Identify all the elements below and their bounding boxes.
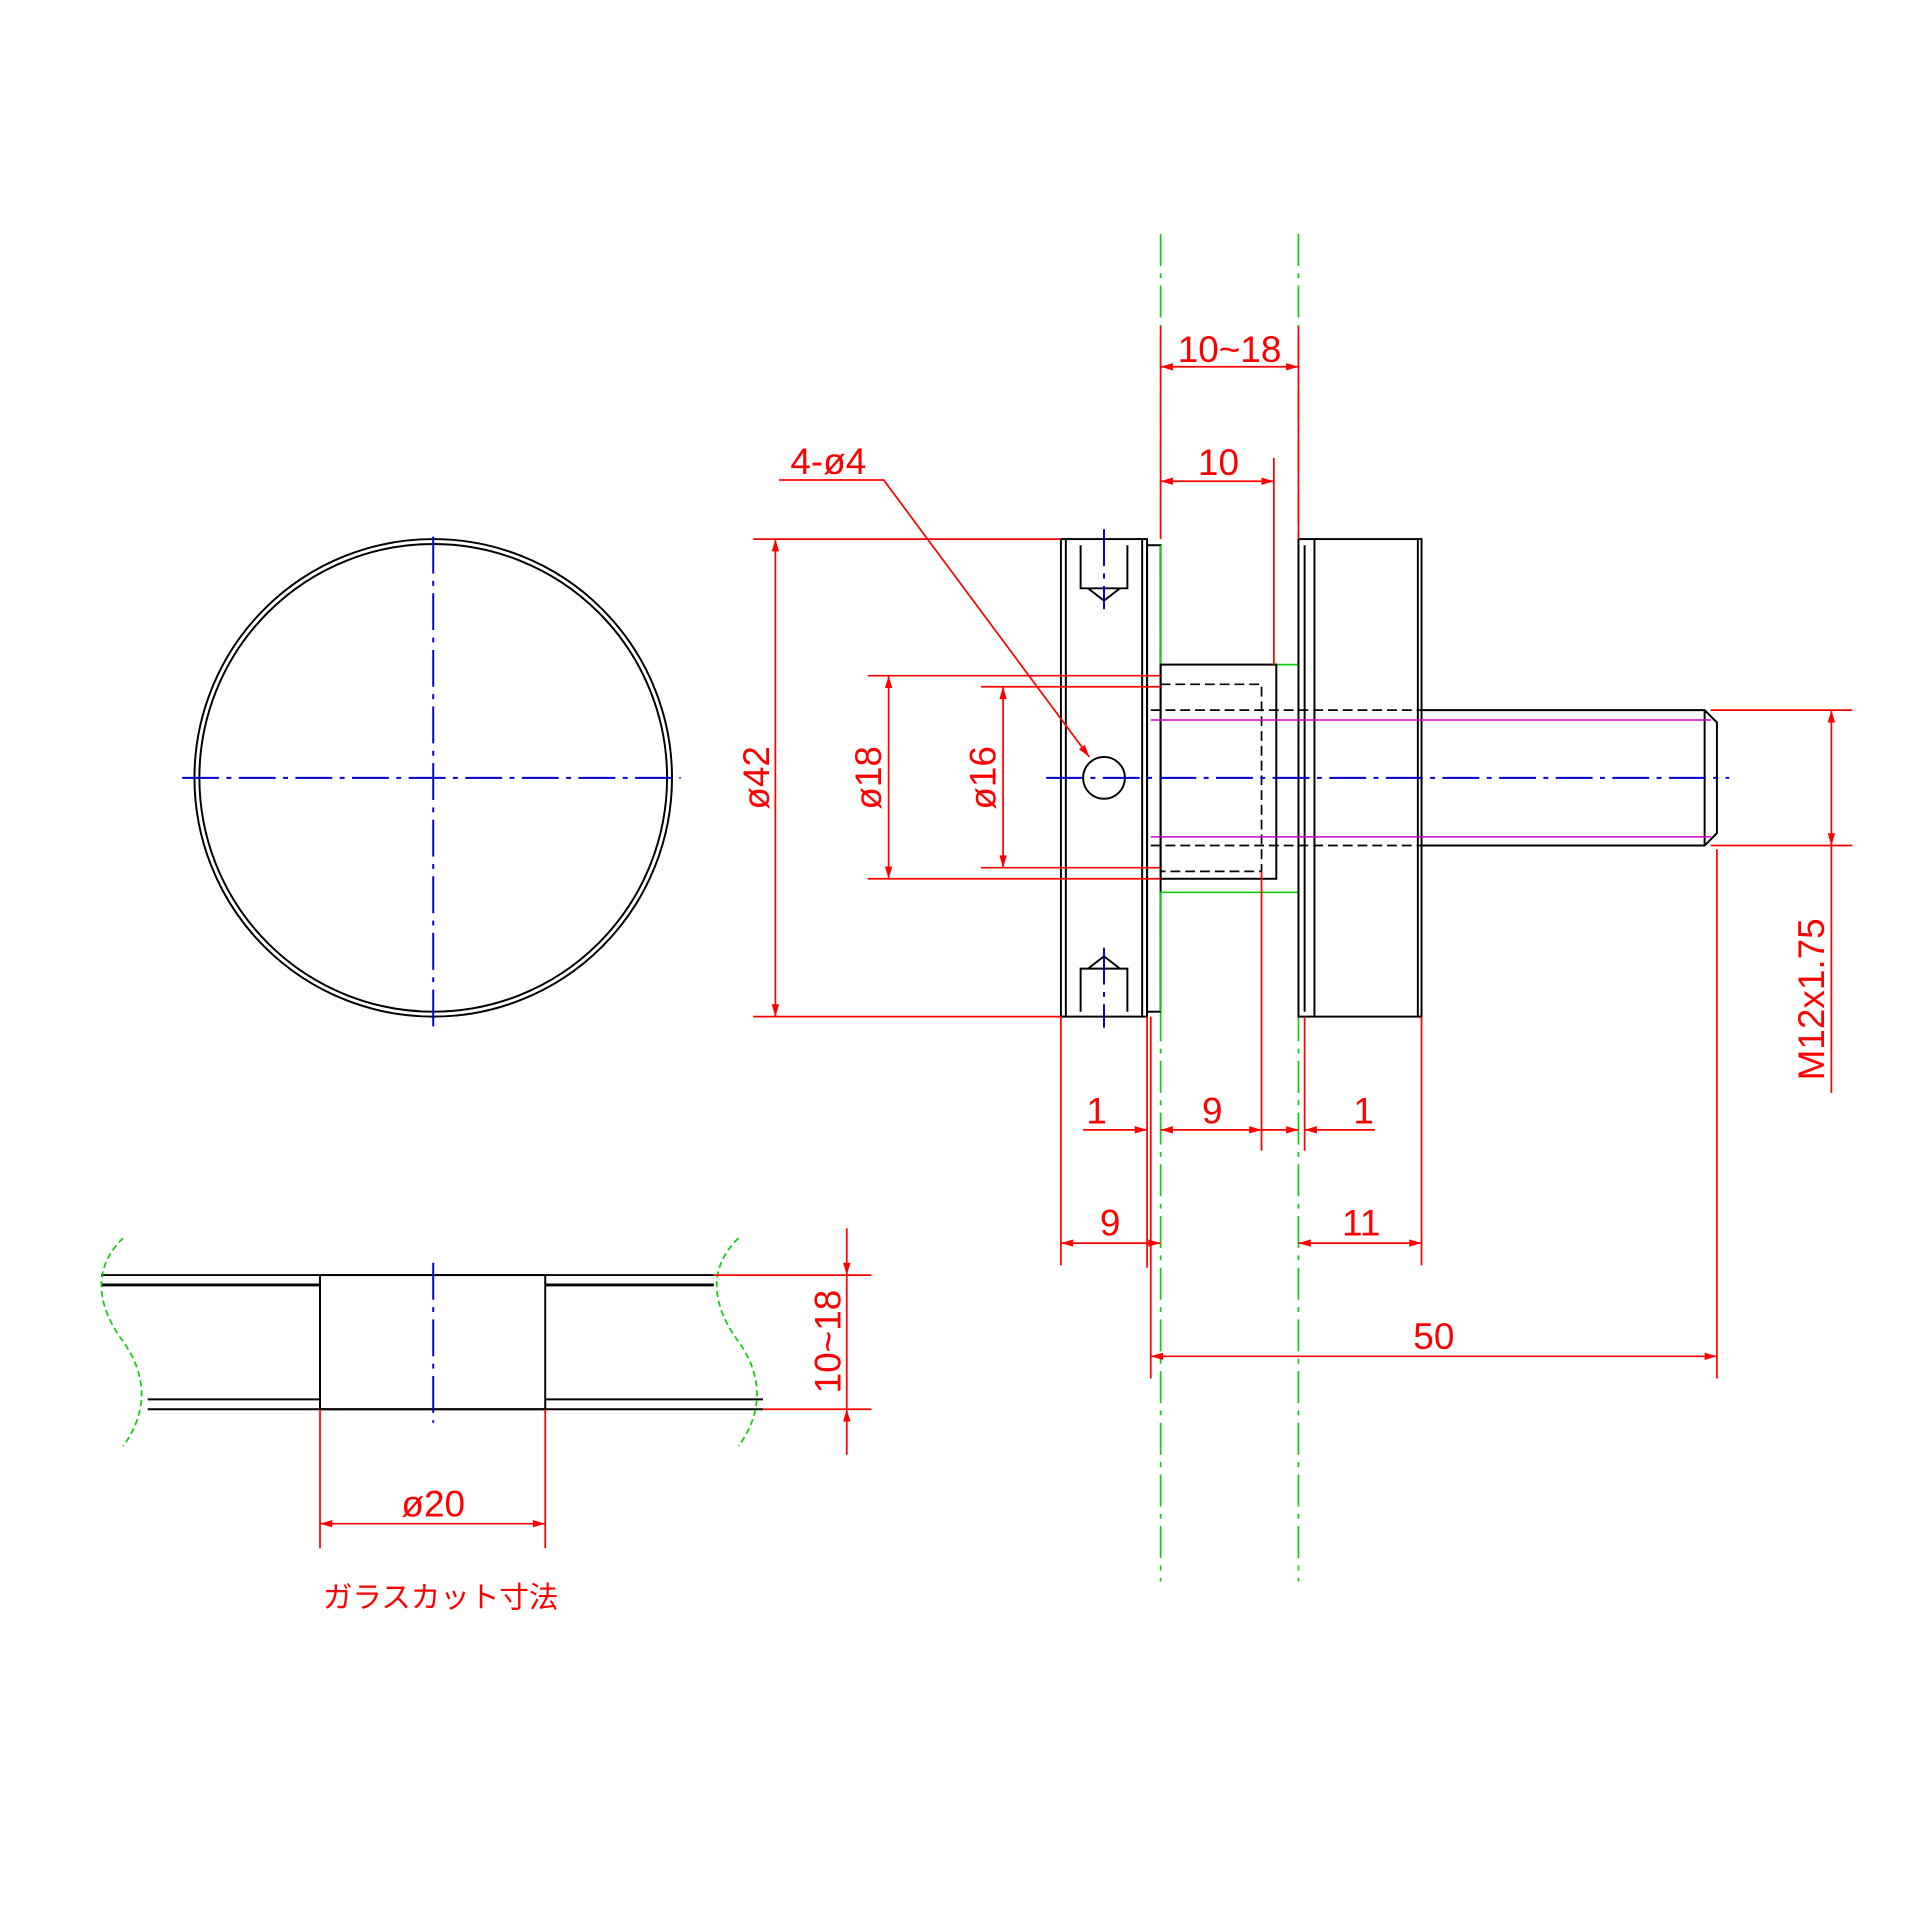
dim-right-flange-width: 11 bbox=[1342, 1203, 1380, 1244]
break-line-right bbox=[715, 1237, 758, 1447]
dim-sleeve-length: 9 bbox=[1202, 1091, 1223, 1132]
front-view bbox=[182, 536, 681, 1027]
side-view bbox=[1046, 233, 1730, 1582]
dim-overall-length: 50 bbox=[1413, 1316, 1454, 1357]
dim-left-flange-width: 9 bbox=[1100, 1203, 1121, 1244]
dim-clamp-depth: 10 bbox=[1198, 442, 1239, 483]
sleeve bbox=[1159, 663, 1278, 880]
dim-gap-right: 1 bbox=[1353, 1091, 1374, 1132]
dim-gap-left: 1 bbox=[1086, 1091, 1107, 1132]
glass-cut-section: 10~18 ø20 ガラスカット寸法 bbox=[100, 1228, 872, 1614]
dim-glass-thickness: 10~18 bbox=[1178, 329, 1282, 370]
dim-thread: M12x1.75 bbox=[1791, 918, 1832, 1080]
dim-sleeve-outer: ø18 bbox=[848, 746, 889, 810]
holes-leader bbox=[779, 479, 1090, 758]
dim-glass-hole-diameter: ø20 bbox=[401, 1483, 465, 1524]
caption: ガラスカット寸法 bbox=[323, 1581, 559, 1614]
dim-holes: 4-ø4 bbox=[790, 441, 866, 482]
dimensions: 10~18 10 4-ø4 ø42 ø18 ø16 M12x1.75 1 9 1 bbox=[736, 326, 1853, 1379]
dim-glass-section-thickness: 10~18 bbox=[808, 1290, 849, 1394]
dim-flange-diameter: ø42 bbox=[736, 746, 777, 810]
break-line-left bbox=[100, 1237, 143, 1447]
dim-sleeve-inner: ø16 bbox=[963, 746, 1004, 810]
